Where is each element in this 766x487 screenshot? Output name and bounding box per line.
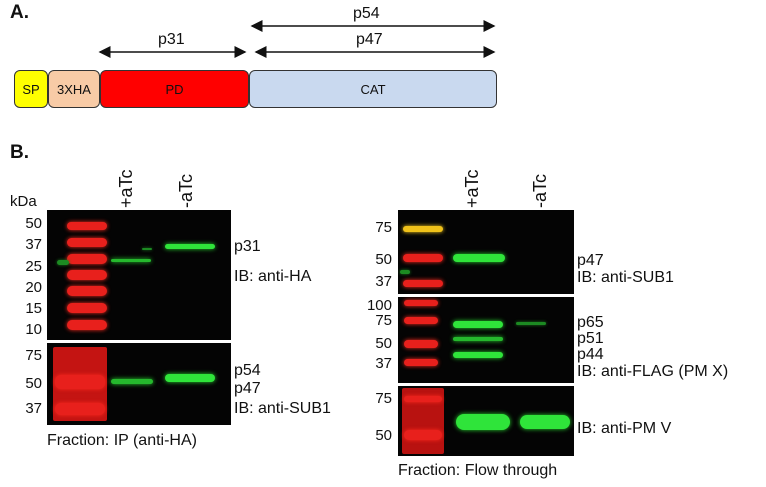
right-blot-anti-flag-pmx	[398, 297, 574, 383]
left-blot2-marker-75: 75	[25, 347, 42, 364]
left-blot1-marker-37: 37	[25, 236, 42, 253]
domain-sp: SP	[14, 70, 48, 108]
left-blot2-label-p47: p47	[234, 380, 261, 397]
left-lane-minus-label: -aTc	[176, 173, 196, 208]
right-blot1-label-p47: p47	[577, 252, 604, 269]
domain-3xha: 3XHA	[48, 70, 100, 108]
left-blot1-marker-15: 15	[25, 300, 42, 317]
right-blot2-label-p44: p44	[577, 346, 604, 363]
p47-label: p47	[356, 31, 383, 48]
left-blot2-label-p54: p54	[234, 362, 261, 379]
right-blot2-label-p51: p51	[577, 330, 604, 347]
left-fraction-label: Fraction: IP (anti-HA)	[47, 432, 197, 449]
right-blot2-marker-100: 100	[366, 297, 392, 314]
p31-label: p31	[158, 31, 185, 48]
right-blot3-marker-75: 75	[375, 390, 392, 407]
left-blot2-marker-50: 50	[25, 375, 42, 392]
left-lane-plus-label: +aTc	[116, 169, 136, 208]
right-blot3-label-ib: IB: anti-PM V	[577, 420, 672, 437]
right-blot1-marker-75: 75	[375, 219, 392, 236]
left-blot1-label-p31: p31	[234, 238, 261, 255]
right-blot2-label-p65: p65	[577, 314, 604, 331]
right-blot2-marker-50: 50	[375, 335, 392, 352]
left-blot-anti-ha	[47, 210, 231, 340]
left-blot1-marker-20: 20	[25, 279, 42, 296]
right-lane-minus-label: -aTc	[530, 173, 550, 208]
right-blot2-marker-75: 75	[375, 312, 392, 329]
left-blot2-label-ib: IB: anti-SUB1	[234, 400, 331, 417]
domain-cat: CAT	[249, 70, 497, 108]
right-blot1-label-ib: IB: anti-SUB1	[577, 269, 674, 286]
right-blot1-marker-37: 37	[375, 273, 392, 290]
left-blot1-marker-25: 25	[25, 258, 42, 275]
p54-label: p54	[353, 5, 380, 22]
left-blot1-marker-50: 50	[25, 215, 42, 232]
left-blot1-label-ib: IB: anti-HA	[234, 268, 312, 285]
right-blot2-marker-37: 37	[375, 355, 392, 372]
left-blot2-marker-37: 37	[25, 400, 42, 417]
right-lane-plus-label: +aTc	[462, 169, 482, 208]
domain-arrows	[98, 20, 496, 58]
right-fraction-label: Fraction: Flow through	[398, 462, 558, 479]
domain-pd: PD	[100, 70, 249, 108]
panel-b-label: B.	[10, 142, 29, 163]
right-blot1-marker-50: 50	[375, 251, 392, 268]
kda-label: kDa	[10, 193, 37, 210]
left-blot-anti-sub1	[47, 343, 231, 425]
right-blot3-marker-50: 50	[375, 427, 392, 444]
panel-a-label: A.	[10, 2, 29, 23]
right-blot-anti-pmv	[398, 386, 574, 456]
right-blot2-label-ib: IB: anti-FLAG (PM X)	[577, 363, 729, 380]
right-blot-anti-sub1	[398, 210, 574, 294]
left-blot1-marker-10: 10	[25, 321, 42, 338]
